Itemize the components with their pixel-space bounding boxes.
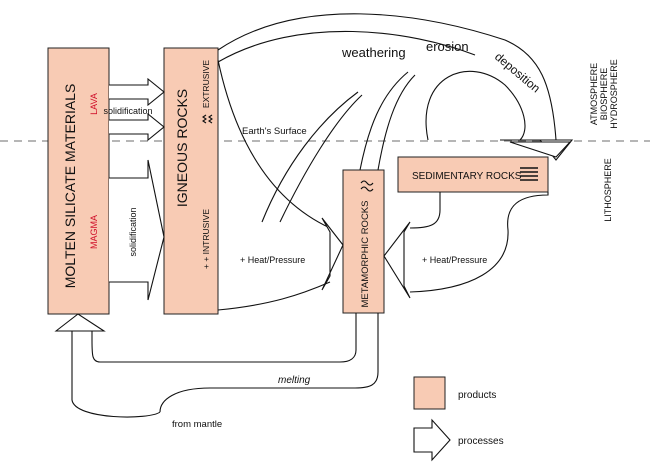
atmosphere-label: ATMOSPHERE: [589, 63, 599, 125]
solidification-top-label: solidification: [103, 106, 152, 116]
solidification-arrow-top-2: [109, 112, 165, 142]
sedimentary-title: SEDIMENTARY ROCKS: [412, 171, 522, 182]
solidification-bottom-label: solidification: [128, 207, 138, 256]
sed-to-meta-head: [383, 221, 411, 299]
erosion-label: erosion: [426, 39, 469, 54]
igneous-title: IGNEOUS ROCKS: [174, 89, 190, 207]
legend-processes-label: processes: [458, 436, 504, 447]
heat-pressure-right-label: + Heat/Pressure: [422, 255, 487, 265]
foliation-icon: [360, 180, 374, 192]
earth-surface-label: Earth's Surface: [242, 126, 307, 137]
deposition-loop: [425, 70, 526, 141]
metamorphic-weathering-arc: [377, 74, 416, 171]
intrusive-label: + + INTRUSIVE: [201, 209, 211, 269]
deposition-head: [509, 141, 572, 158]
from-mantle-path: [71, 331, 161, 418]
weathering-arrow-inner: [217, 30, 476, 63]
from-mantle-label: from mantle: [172, 419, 222, 430]
hydrosphere-label: HYDROSPHERE: [609, 59, 619, 129]
melting-path-inner: [91, 313, 357, 363]
deposition-label: deposition: [492, 50, 543, 96]
extrusive-label: EXTRUSIVE: [201, 60, 211, 109]
igneous-box: [163, 47, 219, 315]
biosphere-label: BIOSPHERE: [599, 68, 609, 121]
molten-box: [47, 47, 110, 315]
molten-title: MOLTEN SILICATE MATERIALS: [62, 84, 78, 289]
igneous-to-metamorphic-arrow: [217, 59, 331, 229]
melting-label: melting: [278, 375, 311, 386]
weathering-arrow: [217, 13, 557, 141]
strata-icon: [520, 167, 538, 181]
melting-path-outer: [159, 313, 379, 413]
sed-to-meta-line-bottom: [409, 192, 549, 293]
lithosphere-label: LITHOSPHERE: [603, 158, 613, 222]
weathering-label: weathering: [341, 45, 406, 60]
metamorphic-title: METAMORPHIC ROCKS: [360, 201, 371, 308]
lava-label: LAVA: [89, 93, 99, 115]
sed-to-meta-line-top: [409, 192, 441, 229]
magma-label: MAGMA: [89, 215, 99, 249]
solidification-arrow-top-1: [109, 77, 165, 107]
sedimentary-box: [397, 156, 549, 193]
igneous-weathering-arc: [261, 91, 359, 223]
solidification-arrow-bottom: [109, 159, 165, 301]
melting-arrowhead: [54, 313, 106, 332]
igneous-weathering-arc-2: [279, 94, 363, 223]
igneous-to-metamorphic-head: [321, 217, 344, 291]
legend-products-swatch: [413, 376, 446, 410]
metamorphic-box: [342, 169, 385, 314]
metamorphic-weathering-arc-2: [359, 71, 409, 171]
squiggle-icon: [202, 114, 213, 124]
legend-products-label: products: [458, 390, 496, 401]
heat-pressure-left-label: + Heat/Pressure: [240, 255, 305, 265]
legend-process-arrow-icon: [413, 418, 451, 462]
igneous-to-metamorphic-arrow-bottom: [217, 281, 331, 311]
